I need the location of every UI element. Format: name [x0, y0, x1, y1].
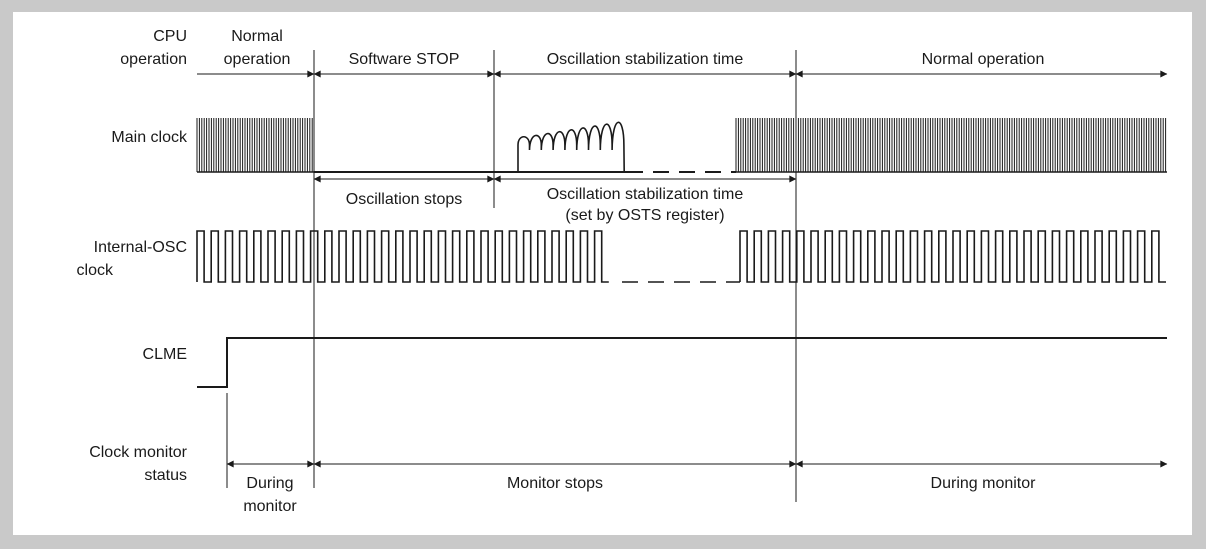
status-phase-during-line1: During — [246, 475, 293, 492]
cpu-phase-osc-stab: Oscillation stabilization time — [547, 51, 744, 68]
status-phase-monitor-stops: Monitor stops — [507, 475, 603, 492]
clme-waveform — [197, 337, 1167, 388]
timing-diagram-panel: CPU operation Main clock Internal-OSC cl… — [13, 12, 1192, 535]
osc-stab-label-line2: (set by OSTS register) — [565, 207, 724, 224]
osc-stab-label-line1: Oscillation stabilization time — [547, 186, 744, 203]
status-label-line2: status — [144, 467, 187, 484]
cpu-phase-normal-line2: operation — [224, 51, 291, 68]
timing-diagram: CPU operation Main clock Internal-OSC cl… — [77, 28, 1168, 515]
cpu-phase-software-stop: Software STOP — [349, 51, 460, 68]
main-clock-label: Main clock — [111, 129, 188, 146]
cpu-phase-normal-line1: Normal — [231, 28, 283, 45]
clme-label: CLME — [143, 346, 187, 363]
osc-clock-label-line2: clock — [77, 262, 114, 279]
cpu-label-line1: CPU — [153, 28, 187, 45]
osc-clock-label-line1: Internal-OSC — [94, 239, 187, 256]
cpu-label-line2: operation — [120, 51, 187, 68]
status-phase-during-monitor: During monitor — [931, 475, 1037, 492]
status-label-line1: Clock monitor — [89, 444, 187, 461]
internal-osc-waveform — [196, 230, 1166, 283]
main-clock-waveform — [196, 118, 1167, 173]
osc-stops-label: Oscillation stops — [346, 191, 463, 208]
cpu-phase-normal-end: Normal operation — [922, 51, 1045, 68]
status-phase-during-line2: monitor — [243, 498, 297, 515]
